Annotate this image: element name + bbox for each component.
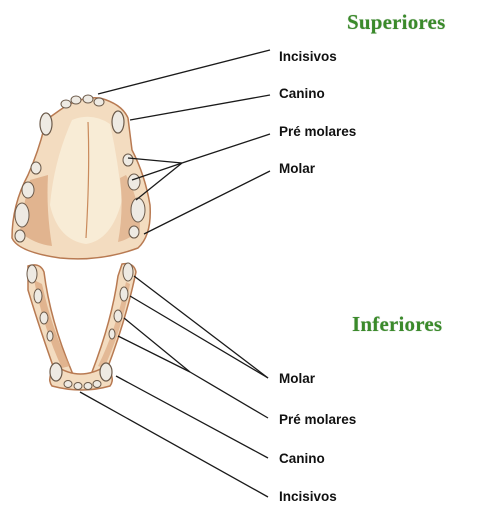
lower-premolar-tooth xyxy=(47,331,53,341)
upper-incisor-tooth xyxy=(61,100,71,108)
lower-canine-leader xyxy=(116,376,268,458)
lower-incisor-tooth xyxy=(74,383,82,390)
lower-molar-tooth xyxy=(120,287,128,301)
upper-incisors-label: Incisivos xyxy=(279,49,337,64)
lower-canine-tooth xyxy=(100,363,112,381)
upper-jaw xyxy=(12,95,150,259)
upper-incisor-tooth xyxy=(94,98,104,106)
lower-molar-leader-b xyxy=(130,296,268,378)
lower-incisors-label: Incisivos xyxy=(279,489,337,504)
upper-molar-leader xyxy=(144,171,270,234)
upper-heading: Superiores xyxy=(347,10,445,35)
lower-molar-tooth xyxy=(34,289,42,303)
lower-jaw xyxy=(27,263,136,390)
upper-molar-tooth xyxy=(15,203,29,227)
upper-canine-leader xyxy=(130,95,270,120)
lower-heading: Inferiores xyxy=(352,312,442,337)
upper-molar-label: Molar xyxy=(279,161,315,176)
lower-premolars-label: Pré molares xyxy=(279,412,356,427)
lower-premolars-leader-main xyxy=(190,372,268,418)
lower-canine-tooth xyxy=(50,363,62,381)
upper-canine-tooth xyxy=(40,113,52,135)
upper-molar-tooth xyxy=(15,230,25,242)
lower-canine-label: Canino xyxy=(279,451,325,466)
lower-molar-leader-a xyxy=(134,276,268,378)
lower-premolar-tooth xyxy=(109,329,115,339)
upper-canine-label: Canino xyxy=(279,86,325,101)
upper-canine-tooth xyxy=(112,111,124,133)
lower-molar-tooth xyxy=(27,265,37,283)
lower-incisor-tooth xyxy=(64,381,72,388)
lower-incisor-tooth xyxy=(84,383,92,390)
upper-premolars-label: Pré molares xyxy=(279,124,356,139)
upper-premolar-tooth xyxy=(128,174,140,190)
lower-premolars-leader-b xyxy=(118,336,190,372)
upper-premolar-tooth xyxy=(123,154,133,166)
upper-incisor-tooth xyxy=(83,95,93,103)
lower-molar-label: Molar xyxy=(279,371,315,386)
upper-incisors-leader xyxy=(98,50,270,94)
lower-incisor-tooth xyxy=(93,381,101,388)
lower-premolar-tooth xyxy=(40,312,48,324)
lower-molar-tooth xyxy=(123,263,133,281)
upper-premolar-tooth xyxy=(31,162,41,174)
lower-premolar-tooth xyxy=(114,310,122,322)
upper-molar-tooth xyxy=(129,226,139,238)
upper-premolars-leader-main xyxy=(182,134,270,163)
upper-premolar-tooth xyxy=(22,182,34,198)
upper-molar-tooth xyxy=(131,198,145,222)
upper-incisor-tooth xyxy=(71,96,81,104)
